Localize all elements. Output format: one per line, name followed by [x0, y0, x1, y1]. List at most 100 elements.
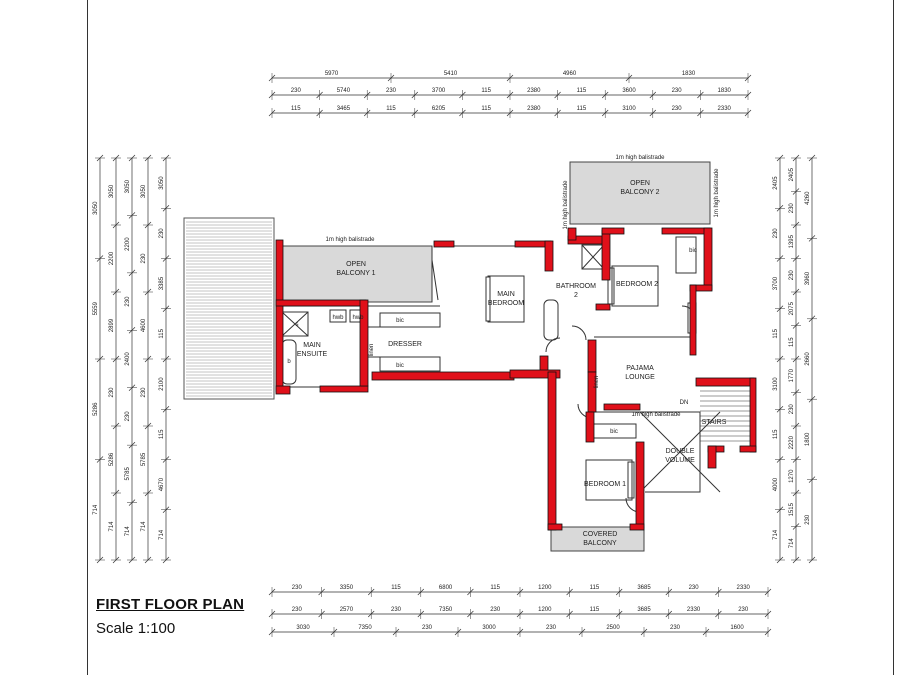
dim-right-1-5: 115	[789, 337, 795, 347]
dim-top-2-4: 115	[481, 106, 491, 112]
dim-right-1-11: 714	[789, 538, 795, 549]
dim-right-0-7: 714	[773, 529, 779, 540]
dim-top-2-9: 2330	[718, 106, 732, 112]
room-label-pajama-lounge-line1: PAJAMA	[626, 365, 654, 372]
dim-bottom-2-0: 3030	[296, 625, 310, 631]
plan-scale: Scale 1:100	[96, 620, 176, 637]
dim-top-2-7: 3100	[622, 106, 636, 112]
dim-bottom-2-5: 2500	[606, 625, 620, 631]
dim-top-2-8: 230	[672, 106, 683, 112]
balustrade-note-balcony-2-left: 1m high balistrade	[563, 180, 569, 230]
dim-bottom-0-2: 115	[391, 585, 401, 591]
room-label-open-balcony-2-line1: OPEN	[630, 180, 650, 187]
bic-label-dresser-bottom: bic	[396, 363, 404, 369]
dim-top-1-5: 2380	[527, 88, 541, 94]
dim-top-2-6: 115	[577, 106, 587, 112]
room-label-double-volume-line1: DOUBLE	[666, 448, 695, 455]
dim-top-1-7: 3600	[622, 88, 636, 94]
dim-left-1-5: 714	[109, 521, 115, 532]
dim-right-1-1: 230	[789, 203, 795, 214]
annotations: 1m high balistrade 1m high balistrade 1m…	[287, 155, 720, 435]
dim-right-0-2: 3700	[773, 276, 779, 290]
dim-left-2-5: 5785	[125, 467, 131, 481]
dim-right-2-0: 4260	[805, 191, 811, 205]
room-label-pajama-lounge-line2: LOUNGE	[625, 374, 655, 381]
dim-right-2-2: 2660	[805, 352, 811, 366]
dim-bottom-1-4: 230	[490, 607, 501, 613]
dim-top-1-3: 3700	[432, 88, 446, 94]
walls	[275, 227, 757, 531]
dim-bottom-2-7: 1600	[730, 625, 744, 631]
dim-left-3-5: 714	[141, 521, 147, 532]
dim-bottom-0-8: 230	[689, 585, 700, 591]
timber-deck	[183, 217, 275, 400]
dim-left-4-3: 115	[159, 328, 165, 338]
room-label-bathroom-2-line2: 2	[574, 292, 578, 299]
dim-right-0-3: 115	[773, 328, 779, 338]
dim-top-0-1: 5410	[444, 71, 458, 77]
dim-top-2-3: 6205	[432, 106, 446, 112]
dim-right-1-7: 230	[789, 404, 795, 415]
dim-right-0-0: 2405	[773, 176, 779, 190]
dim-left-1-4: 5286	[109, 452, 115, 466]
hwb-label-2: hwb	[352, 315, 364, 321]
dim-bottom-2-2: 230	[422, 625, 433, 631]
room-label-open-balcony-2-line2: BALCONY 2	[620, 189, 659, 196]
dim-left-2-0: 3050	[125, 179, 131, 193]
room-label-bathroom-2-line1: BATHROOM	[556, 283, 596, 290]
covered-balcony-area	[550, 526, 645, 552]
plan-title: FIRST FLOOR PLAN	[96, 596, 245, 613]
room-label-bedroom-1: BEDROOM 1	[584, 481, 626, 488]
room-label-main-bedroom-line2: BEDROOM	[488, 300, 524, 307]
dim-left-0-2: 5286	[93, 402, 99, 416]
dim-bottom-1-7: 3685	[637, 607, 651, 613]
dim-right-1-9: 1270	[789, 469, 795, 483]
dim-left-3-0: 3050	[141, 184, 147, 198]
dim-bottom-1-5: 1200	[538, 607, 552, 613]
dim-bottom-1-1: 2570	[340, 607, 354, 613]
balustrade-note-balcony-2-right: 1m high balistrade	[714, 168, 720, 218]
dim-bottom-1-9: 230	[738, 607, 749, 613]
dim-bottom-1-6: 115	[590, 607, 600, 613]
dim-top-0-2: 4960	[563, 71, 577, 77]
dim-left-0-1: 5559	[93, 301, 99, 315]
bath-label: b	[287, 359, 291, 365]
open-balcony-2-area	[569, 161, 711, 225]
dim-top-2-0: 115	[291, 106, 301, 112]
dim-top-0-0: 5970	[325, 71, 339, 77]
dim-top-2-5: 2380	[527, 106, 541, 112]
dim-right-1-0: 2405	[789, 167, 795, 181]
hwb-label-1: hwb	[332, 315, 344, 321]
dim-bottom-0-4: 115	[490, 585, 500, 591]
room-label-bedroom-2: BEDROOM 2	[616, 281, 658, 288]
dim-top-2-1: 3465	[337, 106, 351, 112]
linen-label-ensuite: linen	[369, 344, 375, 357]
balustrade-note-balcony-1: 1m high balistrade	[325, 237, 375, 243]
dim-bottom-2-6: 230	[670, 625, 681, 631]
dim-right-2-4: 230	[805, 514, 811, 525]
room-label-main-ensuite-line1: MAIN	[303, 342, 321, 349]
dim-left-4-4: 2100	[159, 377, 165, 391]
room-label-double-volume-line2: VOLUME	[665, 457, 695, 464]
dim-right-1-3: 230	[789, 270, 795, 281]
dim-right-1-4: 2075	[789, 301, 795, 315]
dim-bottom-0-0: 230	[292, 585, 303, 591]
dim-left-1-0: 3050	[109, 184, 115, 198]
dim-top-0-3: 1830	[682, 71, 696, 77]
bic-label-bedroom-2: bic	[689, 248, 697, 254]
dim-top-1-9: 1830	[718, 88, 732, 94]
dim-left-1-1: 2200	[109, 251, 115, 265]
sheet-border-right	[893, 0, 894, 675]
dim-right-1-6: 1770	[789, 368, 795, 382]
dim-left-3-1: 230	[141, 253, 147, 264]
dim-top-1-4: 115	[481, 88, 491, 94]
dim-right-1-10: 1515	[789, 502, 795, 516]
dim-bottom-1-3: 7350	[439, 607, 453, 613]
dim-left-0-0: 3050	[93, 201, 99, 215]
dim-top-1-2: 230	[386, 88, 397, 94]
dim-bottom-0-9: 2330	[737, 585, 751, 591]
room-label-main-bedroom-line1: MAIN	[497, 291, 515, 298]
dim-left-1-3: 230	[109, 387, 115, 398]
